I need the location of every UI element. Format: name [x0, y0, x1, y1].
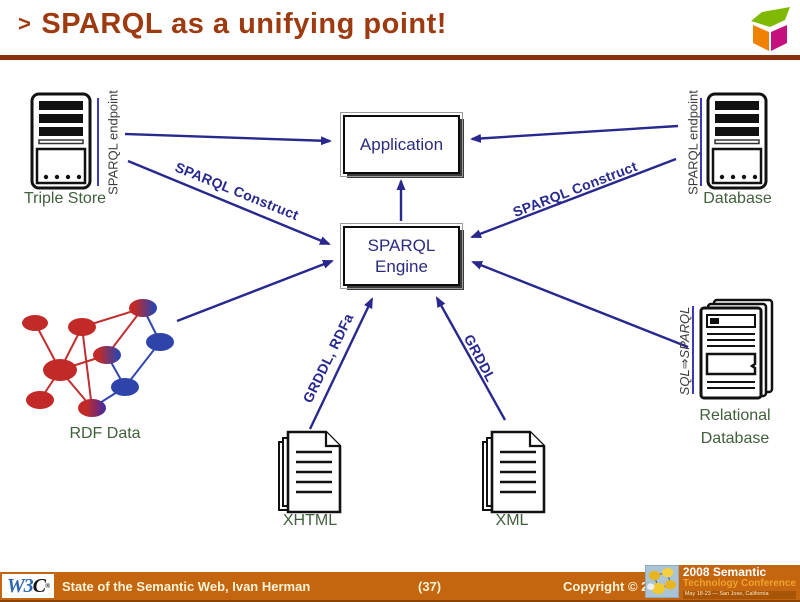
document-icon-relational-database — [699, 298, 774, 400]
application-box: Application — [340, 112, 463, 177]
server-icon-triple-store — [30, 92, 92, 190]
w3c-logo-w3: W3 — [6, 574, 34, 597]
arrow-label-grddl-rdfa: GRDDL, RDFa — [299, 310, 357, 406]
arrow-rdfdata-engine — [176, 259, 334, 323]
sparql-engine-label: SPARQL Engine — [367, 235, 436, 276]
conference-logo-text: 2008 Semantic Technology Conference May … — [678, 565, 800, 599]
relational-database-label: Relational Database — [699, 407, 771, 448]
triple-store-endpoint-label: SPARQL endpoint — [105, 90, 121, 195]
triple-store-label: Triple Store — [23, 190, 107, 207]
arrow-database-engine — [470, 157, 677, 239]
triple-store-endpoint-line — [97, 98, 99, 186]
conference-line3: May 18-23 — San Jose, California — [682, 591, 796, 599]
arrow-label-grddl: GRDDL — [460, 331, 500, 385]
footer-page-number: (37) — [418, 579, 442, 594]
sparql-engine-box: SPARQL Engine — [340, 223, 463, 289]
title-marker: > — [18, 11, 32, 36]
conference-line2: Technology Conference — [682, 577, 796, 589]
database-endpoint-label: SPARQL endpoint — [685, 90, 701, 195]
rdf-graph — [22, 299, 174, 417]
arrow-database-application — [470, 124, 679, 143]
w3c-logo-c: C — [32, 574, 46, 597]
arrow-label-sparql-construct-left: SPARQL Construct — [172, 158, 302, 224]
page-title: > SPARQL as a unifying point! — [18, 8, 738, 41]
relational-database-sql-line — [692, 306, 694, 394]
title-text: SPARQL as a unifying point! — [41, 8, 447, 40]
conference-line1: 2008 Semantic — [682, 565, 767, 579]
document-icon-xhtml — [278, 430, 342, 514]
semantic-web-cube-icon — [751, 7, 790, 51]
w3c-logo-registered: ® — [44, 582, 50, 590]
conference-logo-molecule-icon — [644, 565, 679, 598]
database-label: Database — [703, 190, 772, 207]
xhtml-label: XHTML — [282, 512, 338, 529]
server-icon-database — [706, 92, 768, 190]
arrow-triplestore-engine — [127, 159, 331, 246]
document-icon-xml — [482, 430, 546, 514]
arrow-triplestore-application — [124, 132, 332, 146]
application-label: Application — [359, 134, 444, 154]
database-endpoint-line — [700, 98, 702, 186]
xml-label: XML — [495, 512, 529, 529]
relational-database-sql-label: SQL⇒SPARQL — [677, 306, 692, 396]
arrow-label-sparql-construct-right: SPARQL Construct — [510, 157, 640, 221]
arrow-relationaldb-engine — [471, 260, 689, 349]
footer-presentation-title: State of the Semantic Web, Ivan Herman — [62, 579, 311, 594]
conference-logo: 2008 Semantic Technology Conference May … — [644, 565, 800, 599]
title-underline — [0, 55, 800, 60]
rdf-data-label: RDF Data — [69, 425, 141, 442]
